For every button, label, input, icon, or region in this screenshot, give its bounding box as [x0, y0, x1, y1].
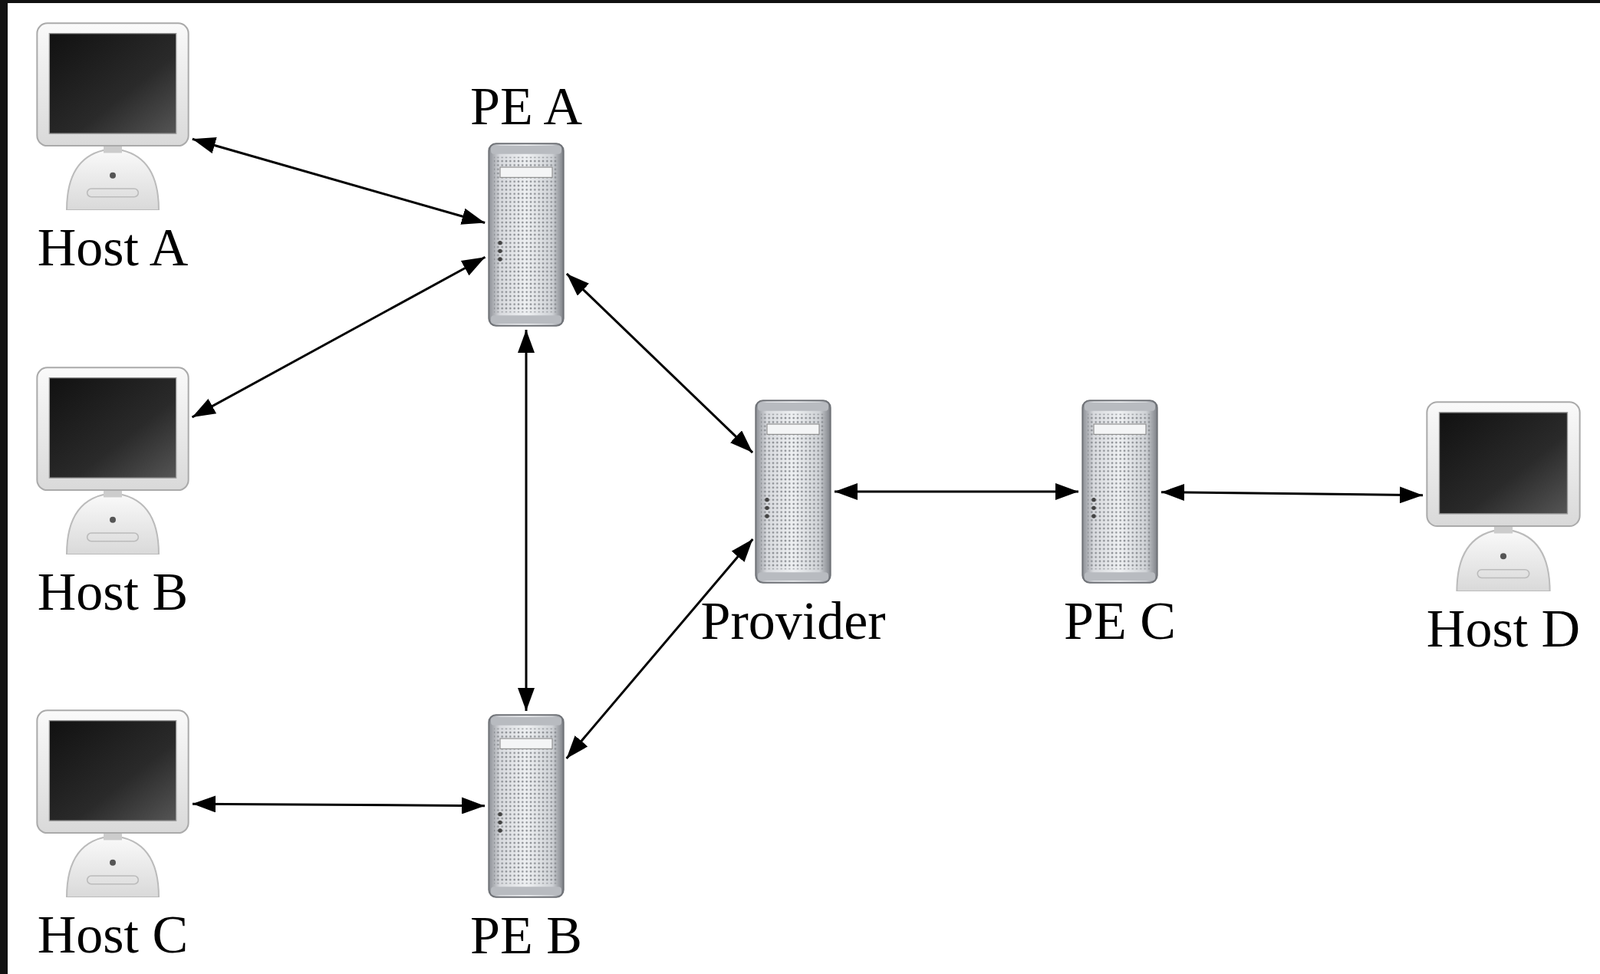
host-computer: Host C [36, 709, 190, 898]
computer-icon [36, 22, 190, 211]
node-label: Provider [700, 594, 886, 649]
node-label: PE C [1063, 594, 1176, 649]
link-arrow [834, 490, 1079, 494]
link-arrow [192, 256, 486, 418]
node-label: Host A [37, 220, 188, 275]
computer-icon [36, 366, 190, 555]
link-arrow [525, 329, 528, 712]
computer-icon [36, 709, 190, 898]
host-computer: Host A [36, 22, 190, 211]
server-icon [754, 399, 832, 584]
server-tower: Provider [754, 399, 832, 584]
link-arrow [1161, 492, 1423, 496]
host-computer: Host D [1425, 401, 1581, 592]
computer-icon [1425, 401, 1581, 592]
link-arrow [192, 803, 485, 806]
node-label: Host D [1426, 602, 1581, 656]
node-label: PE A [470, 79, 583, 134]
link-arrow [566, 273, 753, 453]
link-arrow [192, 138, 485, 223]
link-arrow [566, 539, 754, 759]
server-icon [487, 142, 565, 327]
node-label: Host C [37, 908, 188, 962]
server-tower: PE A [487, 142, 565, 327]
server-tower: PE B [487, 714, 565, 899]
host-computer: Host B [36, 366, 190, 555]
server-icon [487, 714, 565, 899]
server-icon [1081, 399, 1159, 584]
server-tower: PE C [1081, 399, 1159, 584]
node-label: Host B [37, 565, 188, 619]
node-label: PE B [470, 908, 583, 963]
